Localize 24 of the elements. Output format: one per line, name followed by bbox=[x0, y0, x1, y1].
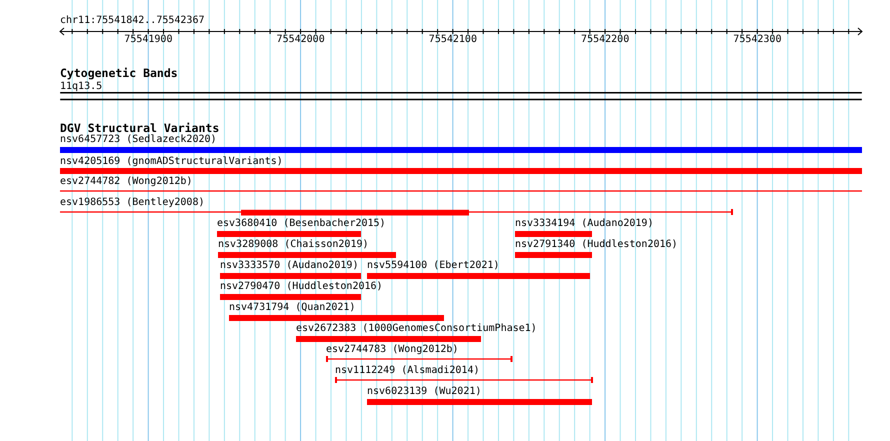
feature-label: esv3680410 (Besenbacher2015) bbox=[217, 218, 386, 230]
tick-label: 75542300 bbox=[733, 34, 782, 46]
feature-label: nsv2791340 (Huddleston2016) bbox=[515, 239, 678, 252]
feature-label: esv1986553 (Bentley2008) bbox=[60, 196, 204, 209]
location-label: chr11:75541842..75542367 bbox=[60, 15, 204, 28]
feature-label: nsv6023139 (Wu2021) bbox=[367, 386, 482, 398]
feature-label: nsv3289008 (Chaisson2019) bbox=[218, 239, 369, 252]
feature-label: nsv6457723 (Sedlazeck2020) bbox=[60, 134, 217, 146]
tick-label: 75542100 bbox=[428, 34, 477, 46]
feature-label: nsv5594100 (Ebert2021) bbox=[367, 260, 500, 272]
feature-label: nsv3334194 (Audano2019) bbox=[515, 218, 654, 230]
feature-label: nsv4731794 (Quan2021) bbox=[229, 302, 356, 314]
feature-label: esv2744782 (Wong2012b) bbox=[60, 176, 192, 188]
feature-label: esv2744783 (Wong2012b) bbox=[326, 344, 458, 356]
tick-label: 75541900 bbox=[124, 34, 172, 46]
feature-label: esv2672383 (1000GenomesConsortiumPhase1) bbox=[296, 323, 537, 336]
track-heading: DGV Structural Variants bbox=[60, 122, 220, 134]
feature-label: nsv3333570 (Audano2019) bbox=[220, 260, 358, 272]
feature-label: nsv1112249 (Alsmadi2014) bbox=[335, 365, 480, 378]
feature-label: nsv2790470 (Huddleston2016) bbox=[220, 281, 383, 293]
feature-label: nsv4205169 (gnomADStructuralVariants) bbox=[60, 156, 283, 168]
tick-label: 75542000 bbox=[276, 34, 325, 46]
feature-label: 11q13.5 bbox=[60, 80, 102, 93]
tick-label: 75542200 bbox=[581, 34, 630, 46]
